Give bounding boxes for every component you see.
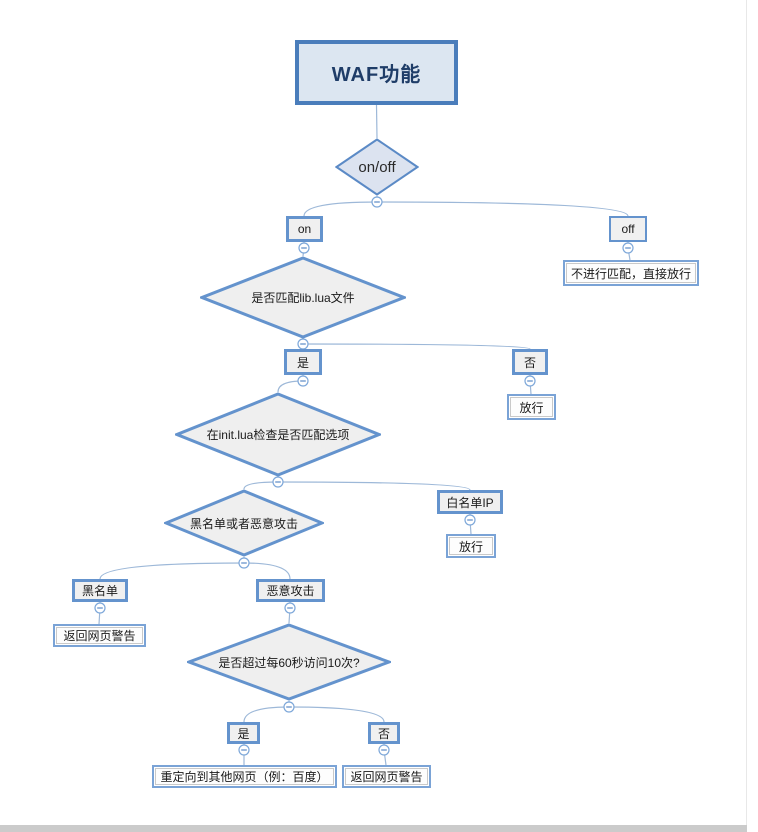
collapse-toggle[interactable]	[524, 375, 536, 387]
node-match-yes[interactable]: 是	[284, 349, 322, 375]
node-rate-no-warn[interactable]: 返回网页警告	[342, 765, 431, 788]
node-off-result[interactable]: 不进行匹配，直接放行	[563, 260, 699, 286]
node-label: 是否超过每60秒访问10次?	[218, 655, 360, 670]
node-label: 放行	[519, 400, 544, 415]
node-label: 是否匹配lib.lua文件	[251, 291, 355, 305]
collapse-toggle[interactable]	[378, 744, 390, 756]
connector-line	[303, 201, 378, 217]
node-rate-yes[interactable]: 是	[227, 722, 260, 744]
node-black-or-attack-decision[interactable]: 黑名单或者恶意攻击	[164, 489, 324, 557]
node-label: 重定向到其他网页（例：百度）	[160, 770, 329, 784]
diamond-shape	[164, 489, 324, 557]
node-match-lib-decision[interactable]: 是否匹配lib.lua文件	[200, 256, 406, 339]
node-label: 不进行匹配，直接放行	[570, 266, 691, 281]
connector-line	[375, 104, 378, 139]
node-off[interactable]: off	[609, 216, 647, 242]
collapse-toggle[interactable]	[272, 476, 284, 488]
connector-line	[288, 706, 385, 723]
connector-line	[277, 481, 471, 491]
node-redirect-result[interactable]: 重定向到其他网页（例：百度）	[152, 765, 337, 788]
collapse-toggle[interactable]	[297, 375, 309, 387]
diamond-shape	[175, 392, 381, 477]
diamond-shape	[335, 138, 419, 196]
collapse-toggle[interactable]	[238, 557, 250, 569]
connector-line	[302, 343, 531, 350]
node-label: on/off	[358, 158, 396, 176]
node-rate-no[interactable]: 否	[368, 722, 400, 744]
node-onoff-decision[interactable]: on/off	[335, 138, 419, 196]
node-rate-limit-decision[interactable]: 是否超过每60秒访问10次?	[187, 623, 391, 701]
collapse-toggle[interactable]	[371, 196, 383, 208]
node-match-no[interactable]: 否	[512, 349, 548, 375]
node-label: 在init.lua检查是否匹配选项	[206, 428, 350, 442]
collapse-toggle[interactable]	[622, 242, 634, 254]
node-label: 是	[296, 355, 309, 370]
node-label: 恶意攻击	[266, 584, 315, 598]
connector-line	[243, 706, 290, 723]
node-label: 返回网页警告	[350, 770, 423, 784]
node-on[interactable]: on	[286, 216, 323, 242]
node-label: 否	[523, 355, 536, 370]
node-label: on	[297, 222, 312, 236]
node-label: 黑名单或者恶意攻击	[189, 516, 298, 531]
connector-line	[243, 562, 291, 580]
right-edge-border	[746, 0, 747, 832]
node-label: 返回网页警告	[63, 629, 136, 643]
node-match-no-pass[interactable]: 放行	[507, 394, 556, 420]
collapse-toggle[interactable]	[464, 514, 476, 526]
node-attack[interactable]: 恶意攻击	[256, 579, 325, 602]
collapse-toggle[interactable]	[94, 602, 106, 614]
node-label: off	[621, 222, 635, 236]
node-blacklist[interactable]: 黑名单	[72, 579, 128, 602]
node-blacklist-warn[interactable]: 返回网页警告	[53, 624, 146, 647]
node-label: WAF功能	[331, 64, 422, 86]
node-waf-root[interactable]: WAF功能	[295, 40, 458, 105]
node-whitelist-pass[interactable]: 放行	[446, 534, 496, 558]
node-label: 黑名单	[81, 584, 118, 598]
node-label: 是	[237, 726, 250, 741]
diamond-shape	[187, 623, 391, 701]
collapse-toggle[interactable]	[283, 701, 295, 713]
node-label: 白名单IP	[446, 495, 494, 510]
connector-line	[376, 201, 629, 217]
node-label: 否	[377, 726, 390, 741]
collapse-toggle[interactable]	[298, 242, 310, 254]
node-check-init-decision[interactable]: 在init.lua检查是否匹配选项	[175, 392, 381, 477]
connector-line	[99, 562, 245, 580]
node-whitelist-ip[interactable]: 白名单IP	[437, 490, 503, 514]
diamond-shape	[200, 256, 406, 339]
horizontal-scrollbar-track[interactable]	[0, 825, 747, 832]
collapse-toggle[interactable]	[297, 338, 309, 350]
collapse-toggle[interactable]	[238, 744, 250, 756]
node-label: 放行	[458, 539, 483, 554]
collapse-toggle[interactable]	[284, 602, 296, 614]
